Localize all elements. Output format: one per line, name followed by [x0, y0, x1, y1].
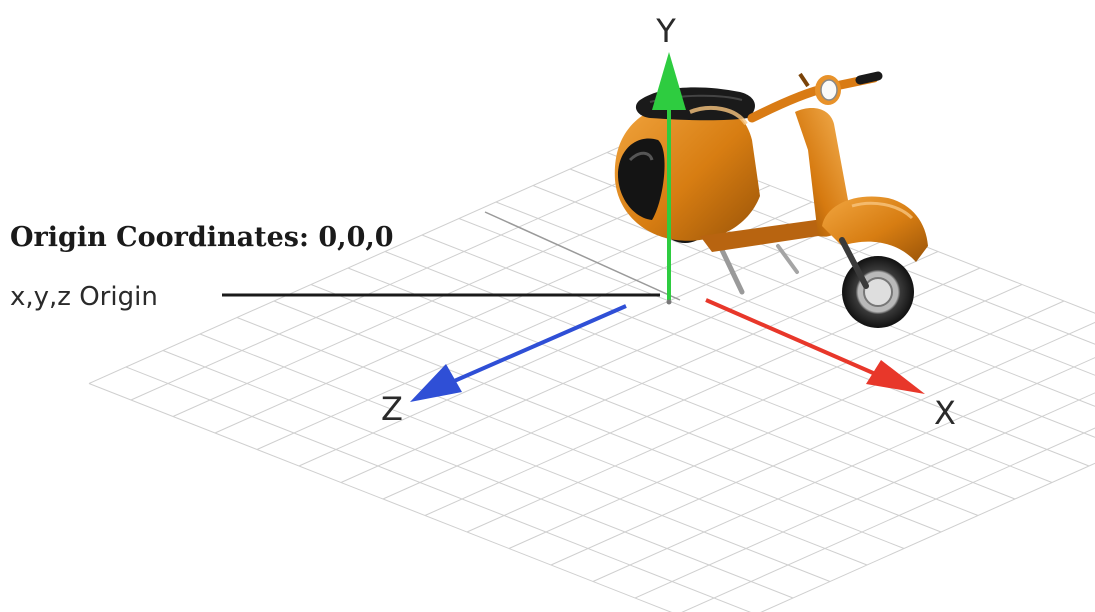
grid-line [760, 462, 1095, 612]
grid-line [508, 300, 1065, 549]
grid-line [130, 152, 687, 401]
z-axis-label: Z [381, 390, 403, 428]
grid-center-lines [484, 211, 681, 301]
grid-line [384, 251, 1016, 500]
grid-line [347, 267, 979, 516]
grid-line [273, 300, 905, 549]
grid-line [458, 218, 1090, 467]
y-axis-label: Y [655, 12, 676, 50]
x-axis: X [705, 298, 956, 432]
origin-label: x,y,z Origin [10, 282, 158, 312]
grid-line [466, 284, 1023, 533]
grid-line [199, 333, 831, 582]
grid-line [340, 234, 897, 483]
origin-point [666, 299, 672, 305]
y-axis: Y [652, 12, 686, 300]
grid-line [681, 427, 1095, 612]
origin-coordinates-prefix: Origin Coordinates: [10, 222, 309, 253]
grid-line [88, 135, 645, 384]
floor-grid [88, 135, 1095, 612]
z-axis: Z [381, 304, 627, 428]
grid-line [310, 284, 942, 533]
origin-coordinates-title: Origin Coordinates: 0,0,0 [10, 222, 394, 253]
origin-coordinates-value: 0,0,0 [318, 222, 394, 253]
x-axis-label: X [934, 394, 956, 432]
grid-line [298, 218, 855, 467]
grid-line [236, 317, 868, 566]
grid-line [592, 357, 1095, 582]
grid-line [88, 383, 673, 612]
grid-line [125, 366, 752, 612]
grid-line [421, 234, 1053, 483]
grid-line [634, 392, 1095, 599]
grid-line [162, 350, 794, 599]
scooter-model [614, 71, 928, 328]
grid-line [495, 201, 1095, 438]
grid-line [550, 321, 1095, 566]
